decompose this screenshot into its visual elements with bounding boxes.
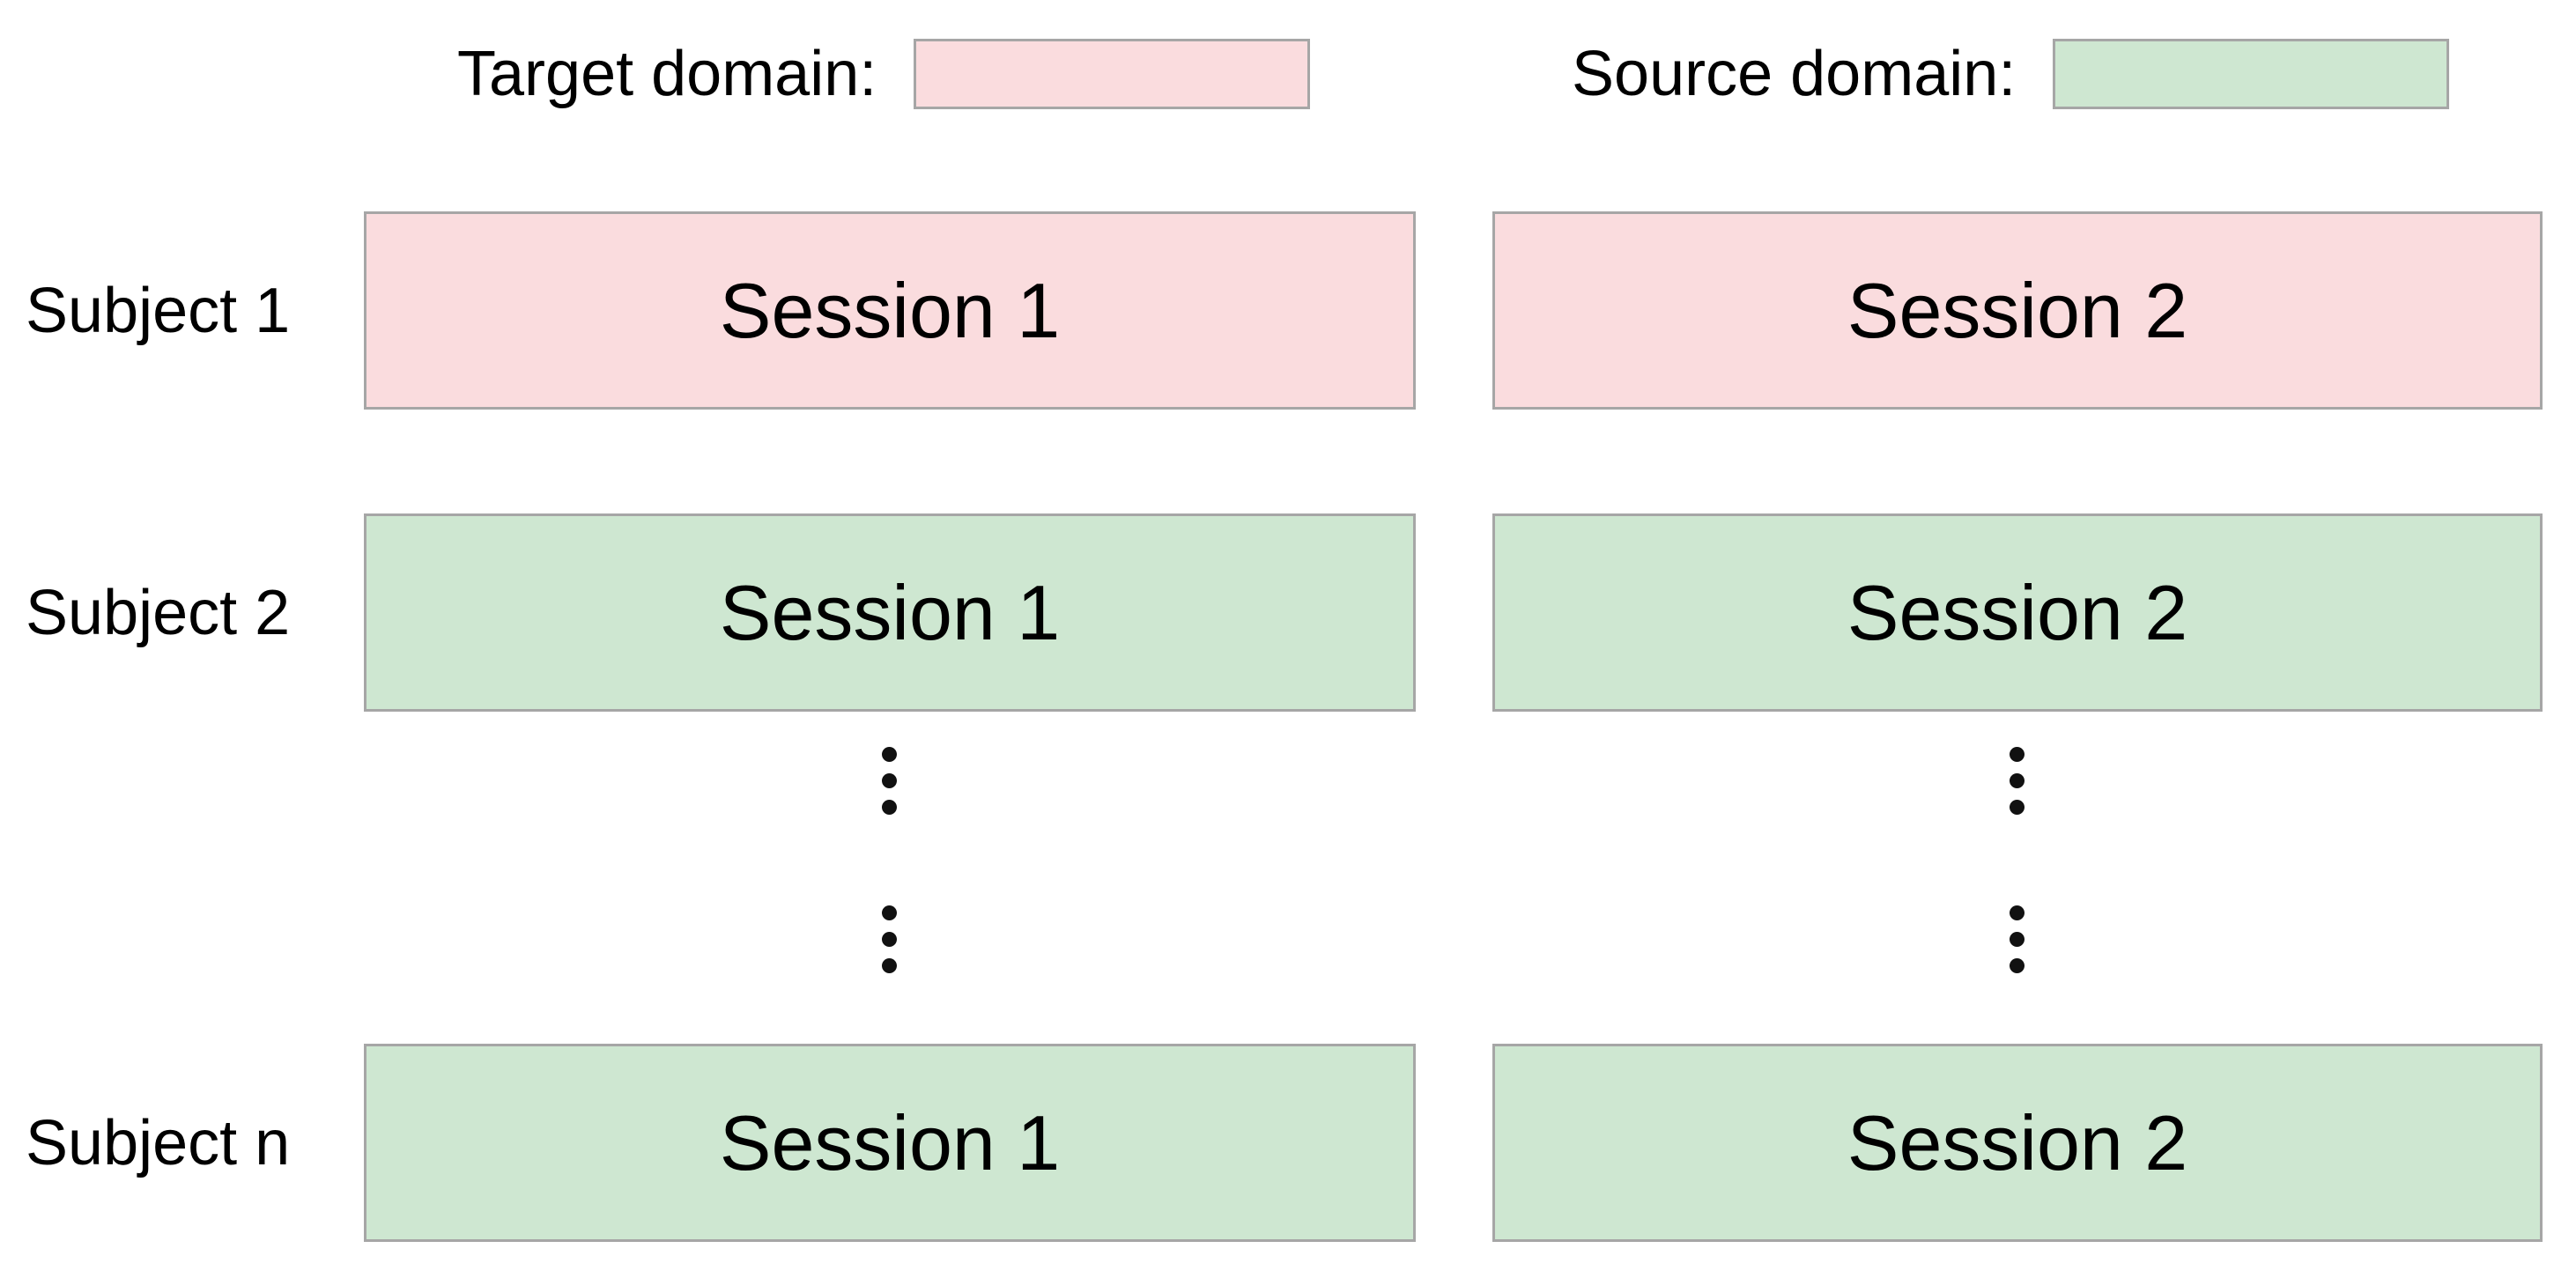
vertical-ellipsis-icon	[2010, 905, 2025, 973]
dot	[2010, 932, 2025, 947]
legend-source-label: Source domain:	[1572, 39, 2017, 109]
legend-target-swatch	[914, 39, 1311, 109]
subject-row-1: Subject 1 Session 1 Session 2	[0, 211, 2576, 410]
subject-2-session-2-label: Session 2	[1847, 568, 2188, 656]
subject-2-session-2-box: Session 2	[1492, 513, 2543, 712]
vertical-ellipsis-icon	[882, 905, 897, 973]
dot	[882, 932, 897, 947]
subject-1-session-1-label: Session 1	[719, 266, 1061, 354]
subject-2-session-1-label: Session 1	[719, 568, 1061, 656]
legend-source-swatch	[2053, 39, 2450, 109]
subject-1-session-2-label: Session 2	[1847, 266, 2188, 354]
subject-row-2: Subject 2 Session 1 Session 2	[0, 513, 2576, 712]
dot	[2010, 905, 2025, 920]
dot	[2010, 773, 2025, 788]
dot	[882, 773, 897, 788]
subject-n-session-2-label: Session 2	[1847, 1098, 2188, 1186]
subject-2-label: Subject 2	[26, 577, 291, 648]
dot	[882, 905, 897, 920]
dot	[882, 958, 897, 973]
dot	[882, 747, 897, 762]
subject-1-session-1-box: Session 1	[364, 211, 1416, 410]
subject-2-session-1-box: Session 1	[364, 513, 1416, 712]
subject-1-session-2-box: Session 2	[1492, 211, 2543, 410]
subject-row-n: Subject n Session 1 Session 2	[0, 1044, 2576, 1242]
subject-1-label: Subject 1	[26, 275, 291, 346]
legend-source-domain: Source domain:	[1572, 32, 2450, 116]
subject-n-session-1-label: Session 1	[719, 1098, 1061, 1186]
dot	[2010, 958, 2025, 973]
subject-n-label: Subject n	[26, 1107, 291, 1178]
legend-target-label: Target domain:	[457, 39, 877, 109]
dot	[2010, 800, 2025, 815]
dot	[882, 800, 897, 815]
legend-target-domain: Target domain:	[457, 32, 1311, 116]
vertical-ellipsis-icon	[882, 747, 897, 815]
vertical-ellipsis-icon	[2010, 747, 2025, 815]
dot	[2010, 747, 2025, 762]
subject-n-session-1-box: Session 1	[364, 1044, 1416, 1242]
subject-n-session-2-box: Session 2	[1492, 1044, 2543, 1242]
